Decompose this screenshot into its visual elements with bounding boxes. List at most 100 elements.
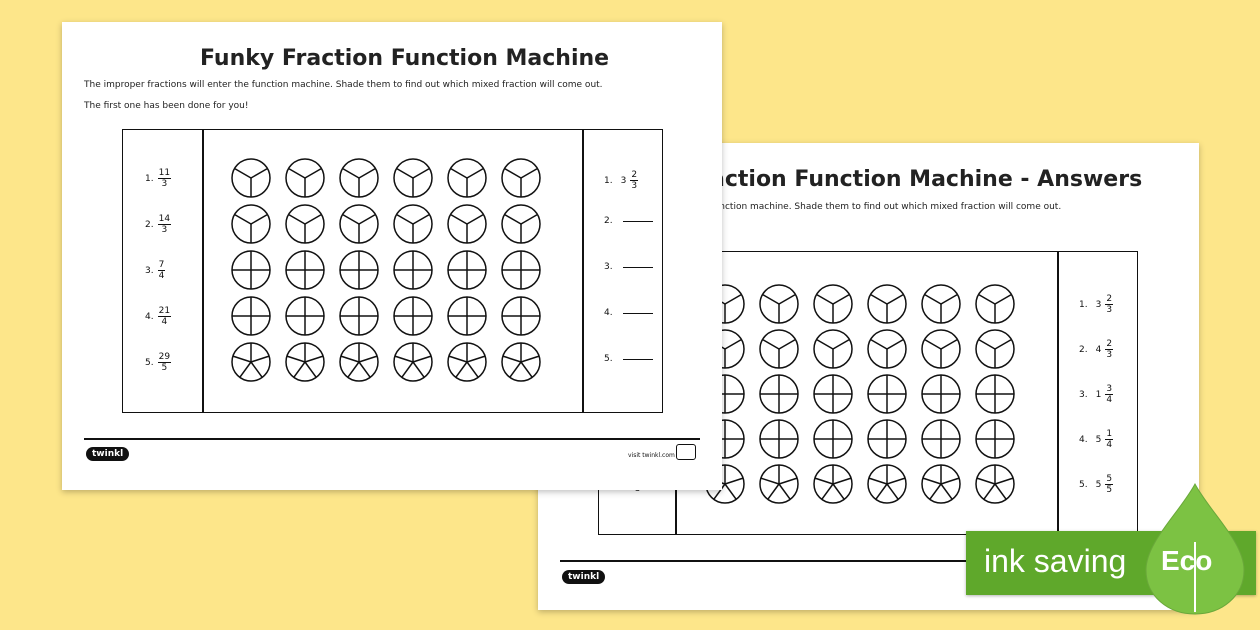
fraction-circle-5-parts[interactable] [339,342,379,382]
fraction-circle-4-parts[interactable] [921,374,961,414]
fraction-circle-3-parts[interactable] [285,158,325,198]
question-denominator: 3 [161,225,168,235]
answer-number: 5. [1079,479,1088,490]
fraction-circle-3-parts[interactable] [393,158,433,198]
fraction-circle-3-parts[interactable] [813,284,853,324]
fraction-circle-4-parts[interactable] [975,374,1015,414]
fraction-circle-3-parts[interactable] [231,204,271,244]
answer-numerator: 2 [1105,339,1114,350]
fraction-circle-4-parts[interactable] [339,250,379,290]
fraction-circle-3-parts[interactable] [813,329,853,369]
visit-link[interactable]: visit twinkl.com [628,452,675,459]
answer-number: 1. [604,175,613,186]
fraction-circle-4-parts[interactable] [501,296,541,336]
fraction-circle-4-parts[interactable] [231,296,271,336]
fraction-circle-4-parts[interactable] [339,296,379,336]
fraction-circle-4-parts[interactable] [867,419,907,459]
fraction-circle-3-parts[interactable] [339,158,379,198]
answer-item[interactable]: 3. [604,262,653,272]
fraction-circle-3-parts[interactable] [867,284,907,324]
answer-denominator: 4 [1106,395,1113,405]
fraction-circle-3-parts[interactable] [759,329,799,369]
fraction-circle-5-parts[interactable] [393,342,433,382]
answer-numerator: 3 [1105,384,1114,395]
answer-number: 3. [604,262,613,272]
fraction-circle-3-parts[interactable] [975,329,1015,369]
fraction-circle-3-parts[interactable] [975,284,1015,324]
fraction-circle-3-parts[interactable] [921,329,961,369]
fraction-circle-3-parts[interactable] [285,204,325,244]
answer-item[interactable]: 5. [604,354,653,364]
question-number: 1. [145,173,154,184]
fraction-circle-5-parts[interactable] [813,464,853,504]
fraction-circle-4-parts[interactable] [813,374,853,414]
fraction-circle-3-parts[interactable] [231,158,271,198]
answer-blank-line[interactable] [622,312,653,314]
fraction-circle-4-parts[interactable] [447,296,487,336]
answer-numerator: 5 [1105,474,1114,485]
answer-numerator: 2 [1105,294,1114,305]
fraction-circle-5-parts[interactable] [501,342,541,382]
fraction-circle-4-parts[interactable] [447,250,487,290]
fraction-circle-3-parts[interactable] [339,204,379,244]
answer-number: 1. [1079,299,1088,310]
worksheet-instruction: The improper fractions will enter the fu… [84,80,603,90]
answer-blank-line[interactable] [622,220,653,222]
fraction-circle-4-parts[interactable] [759,419,799,459]
footer-divider [560,560,1180,562]
answer-whole: 4 [1095,344,1102,355]
fraction-circle-4-parts[interactable] [759,374,799,414]
fraction-circle-5-parts[interactable] [759,464,799,504]
fraction-circle-3-parts[interactable] [393,204,433,244]
answer-item[interactable]: 4. [604,308,653,318]
fraction-circle-4-parts[interactable] [393,296,433,336]
fraction-circle-3-parts[interactable] [867,329,907,369]
quality-badge-icon [676,444,696,460]
fraction-circle-5-parts[interactable] [231,342,271,382]
answer-sheet-title: action Function Machine - Answers [710,167,1143,192]
fraction-circle-5-parts[interactable] [285,342,325,382]
fraction-circle-3-parts[interactable] [447,204,487,244]
question-numerator: 7 [157,260,166,271]
answer-number: 4. [604,308,613,318]
fraction-circle-3-parts[interactable] [921,284,961,324]
footer-divider [84,438,700,440]
fraction-circle-5-parts[interactable] [921,464,961,504]
fraction-circle-4-parts[interactable] [867,374,907,414]
fraction-circle-5-parts[interactable] [447,342,487,382]
eco-leaf-icon [1145,482,1245,615]
fraction-circle-4-parts[interactable] [393,250,433,290]
answer-blank-line[interactable] [622,266,653,268]
fraction-circle-3-parts[interactable] [447,158,487,198]
fraction-circle-3-parts[interactable] [501,158,541,198]
fraction-circle-4-parts[interactable] [501,250,541,290]
fraction-circle-3-parts[interactable] [501,204,541,244]
answer-sheet-instruction: e function machine. Shade them to find o… [702,202,1062,212]
answer-whole: 3 [1095,299,1102,310]
fraction-circle-4-parts[interactable] [285,296,325,336]
answer-blank-line[interactable] [622,358,653,360]
question-numerator: 21 [157,306,172,317]
fraction-circle-5-parts[interactable] [975,464,1015,504]
question-numerator: 11 [157,168,172,179]
fraction-circle-5-parts[interactable] [867,464,907,504]
fraction-circle-3-parts[interactable] [759,284,799,324]
fraction-circle-4-parts[interactable] [285,250,325,290]
fraction-circle-4-parts[interactable] [975,419,1015,459]
answer-denominator: 3 [1106,305,1113,315]
fraction-circle-4-parts[interactable] [231,250,271,290]
fraction-circle-4-parts[interactable] [921,419,961,459]
fraction-circle-4-parts[interactable] [813,419,853,459]
answer-item[interactable]: 2. [604,216,653,226]
answer-number: 2. [1079,344,1088,355]
